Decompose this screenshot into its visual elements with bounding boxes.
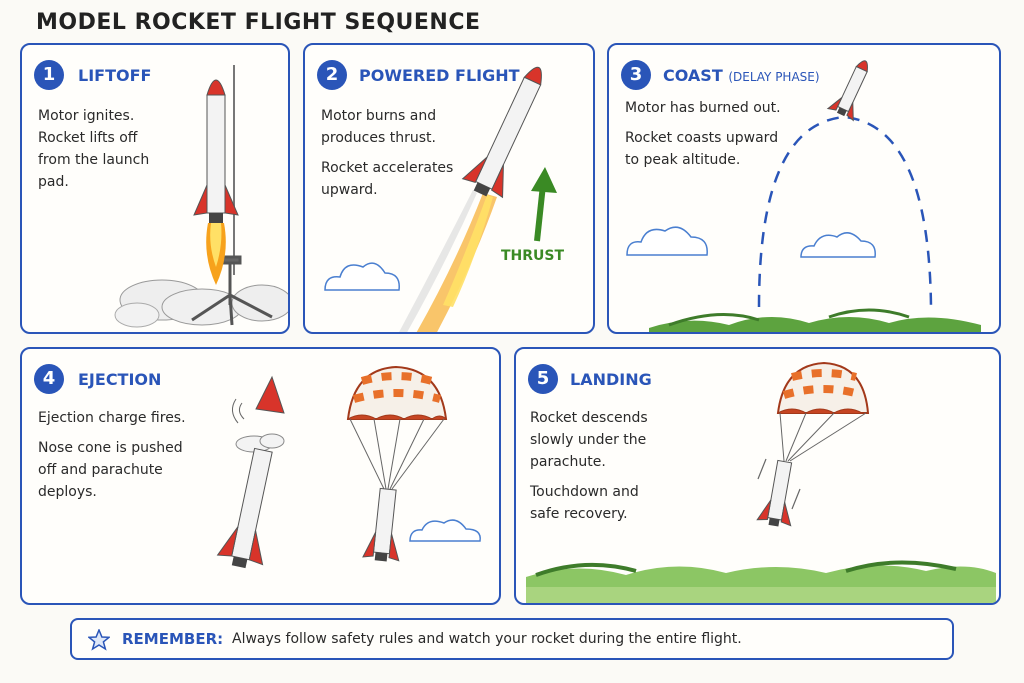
parachute (348, 367, 446, 489)
thrust-arrow-icon (531, 167, 557, 241)
star-icon (88, 629, 110, 651)
cloud-icon (627, 227, 875, 257)
cloud-icon (410, 520, 480, 541)
panel-ejection: 4 EJECTION Ejection charge fires. Nose c… (20, 347, 501, 605)
coast-illustration (609, 45, 1001, 334)
landing-illustration (516, 349, 1001, 605)
grass-strip (649, 310, 981, 334)
remember-text: Always follow safety rules and watch you… (232, 631, 742, 647)
panel-coast: 3 COAST (DELAY PHASE) Motor has burned o… (607, 43, 1001, 334)
rocket-body (216, 446, 286, 572)
hanging-rocket (363, 487, 406, 562)
remember-label: REMEMBER: (122, 630, 223, 648)
flame (206, 223, 226, 285)
rocket (194, 80, 238, 223)
ejection-illustration (22, 349, 501, 605)
powered-flight-illustration (305, 45, 595, 334)
descending-rocket (757, 459, 802, 529)
smoke-cloud (115, 280, 290, 327)
parachute (778, 363, 868, 461)
rocket (828, 55, 878, 120)
panel-liftoff: 1 LIFTOFF Motor ignites.Rocket lifts off… (20, 43, 290, 334)
liftoff-illustration (22, 45, 290, 334)
cloud-icon (325, 263, 399, 290)
exhaust-trail (397, 190, 497, 334)
thrust-label: THRUST (501, 248, 564, 264)
page-title: MODEL ROCKET FLIGHT SEQUENCE (36, 10, 481, 35)
grass-field (526, 562, 996, 605)
remember-bar: REMEMBER: Always follow safety rules and… (70, 618, 954, 660)
nose-cone (232, 377, 284, 423)
